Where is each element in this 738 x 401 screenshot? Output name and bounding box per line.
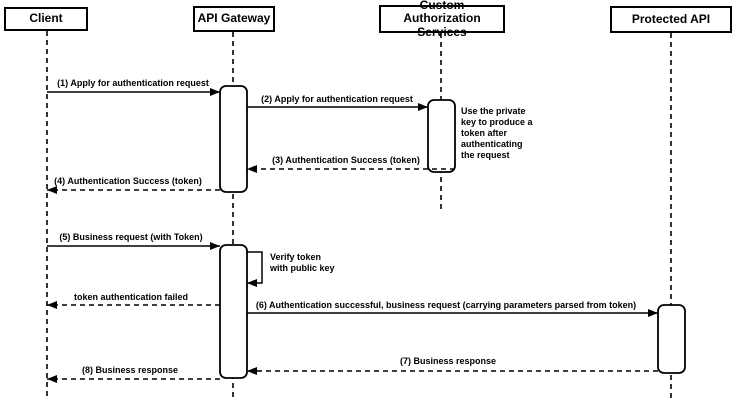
- message-5-label: (5) Business request (with Token): [59, 232, 203, 242]
- activation-protected-api: [657, 304, 686, 374]
- actor-protected-api-label: Protected API: [631, 11, 711, 26]
- message-8-label: (8) Business response: [81, 365, 179, 375]
- message-1-label: (1) Apply for authentication request: [57, 78, 209, 88]
- message-2-label: (2) Apply for authentication request: [261, 94, 413, 104]
- actor-client: Client: [4, 7, 88, 31]
- actor-custom-auth: Custom Authorization Services: [379, 0, 505, 38]
- actor-client-label: Client: [29, 11, 63, 26]
- activation-api-gateway-1: [219, 85, 248, 193]
- message-4-label: (4) Authentication Success (token): [54, 176, 202, 186]
- message-7-label: (7) Business response: [399, 356, 497, 366]
- message-3-label: (3) Authentication Success (token): [272, 155, 420, 165]
- message-verify-token-label: Verify token with public key: [270, 252, 335, 273]
- message-verify-token-self-arrow: [247, 251, 263, 287]
- actor-custom-auth-label: Custom Authorization Services: [403, 0, 481, 39]
- message-token-failed-label: token authentication failed: [73, 292, 189, 302]
- message-6-label: (6) Authentication successful, business …: [255, 300, 637, 310]
- activation-custom-auth: [427, 99, 456, 173]
- activation-api-gateway-2: [219, 244, 248, 379]
- actor-api-gateway: API Gateway: [193, 6, 275, 32]
- actor-protected-api: Protected API: [610, 6, 732, 33]
- actor-api-gateway-label: API Gateway: [197, 11, 271, 26]
- note-private-key: Use the private key to produce a token a…: [461, 106, 533, 160]
